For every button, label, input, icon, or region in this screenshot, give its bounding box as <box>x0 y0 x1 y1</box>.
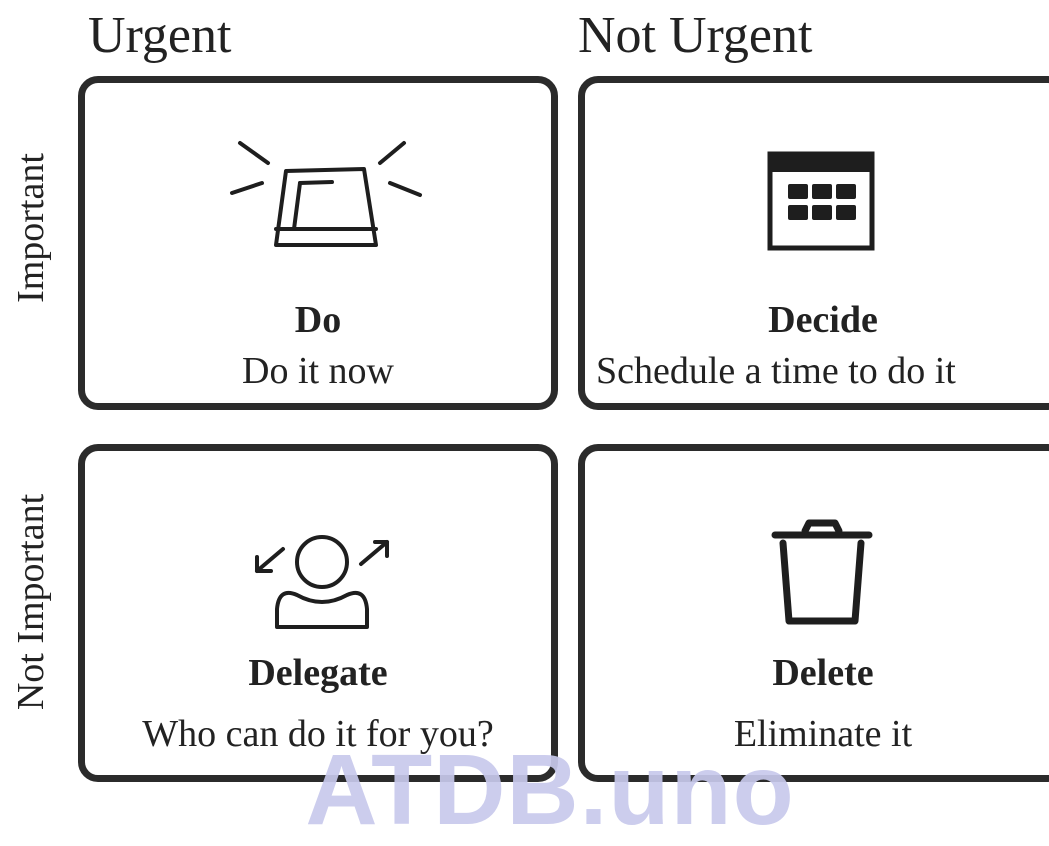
column-header-urgent: Urgent <box>88 7 232 64</box>
quadrant-decide-title: Decide <box>768 299 878 341</box>
quadrant-delete-subtitle: Eliminate it <box>733 713 913 755</box>
quadrant-do-title: Do <box>294 299 342 341</box>
quadrant-do: Do Do it now <box>78 76 558 410</box>
watermark: ATDB.uno <box>305 734 795 846</box>
quadrant-do-subtitle: Do it now <box>242 350 394 392</box>
calendar-icon <box>767 151 875 251</box>
siren-icon <box>230 141 422 247</box>
delegate-person-icon <box>255 535 389 629</box>
row-header-not-important: Not Important <box>10 493 52 711</box>
quadrant-delegate-title: Delegate <box>248 652 388 694</box>
quadrant-delegate: Delegate Who can do it for you? <box>78 444 558 782</box>
quadrant-decide: Decide Schedule a time to do it <box>578 76 1049 410</box>
quadrant-delete-title: Delete <box>772 652 874 694</box>
trash-icon <box>771 519 873 625</box>
quadrant-delete: Delete Eliminate it <box>578 444 1049 782</box>
quadrant-delegate-subtitle: Who can do it for you? <box>142 713 494 755</box>
quadrant-decide-subtitle: Schedule a time to do it <box>596 350 956 392</box>
row-header-important: Important <box>10 153 52 303</box>
column-header-not-urgent: Not Urgent <box>578 7 813 64</box>
